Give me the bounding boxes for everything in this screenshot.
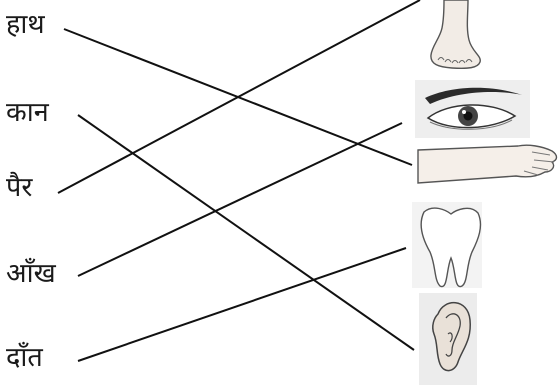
- match-line-eye: [78, 123, 402, 276]
- match-lines: [58, 0, 420, 361]
- tooth-icon: [412, 202, 482, 288]
- match-line-tooth: [78, 248, 406, 361]
- eye-icon: [415, 80, 530, 138]
- hand-arm-icon: [418, 145, 557, 183]
- match-line-ear: [78, 115, 414, 350]
- match-line-foot: [58, 0, 420, 193]
- foot-icon: [431, 0, 480, 68]
- ear-icon: [419, 293, 477, 385]
